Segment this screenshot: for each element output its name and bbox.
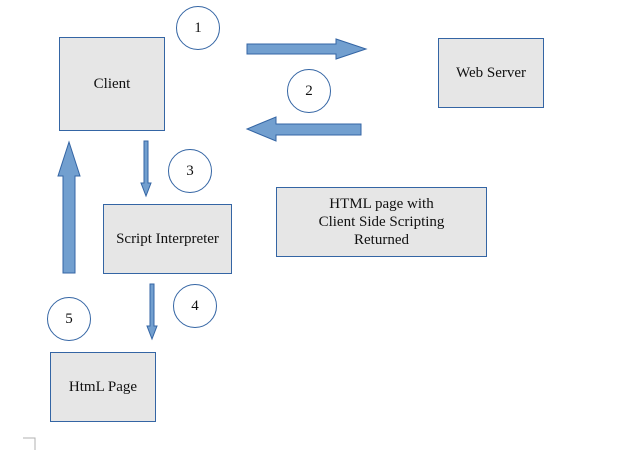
step-2-label: 2 <box>305 82 313 99</box>
arrow-page-to-client <box>57 140 81 274</box>
step-5-label: 5 <box>65 310 73 327</box>
arrow-client-to-interpreter <box>140 140 152 198</box>
step-5-circle: 5 <box>47 297 91 341</box>
step-3-circle: 3 <box>168 149 212 193</box>
returned-note-box: HTML page with Client Side Scripting Ret… <box>276 187 487 257</box>
client-label: Client <box>93 76 131 92</box>
corner-mark <box>23 437 36 450</box>
arrow-interpreter-to-page <box>146 283 158 341</box>
web-server-box: Web Server <box>438 38 544 108</box>
step-2-circle: 2 <box>287 69 331 113</box>
script-interpreter-label: Script Interpreter <box>116 231 219 247</box>
script-interpreter-box: Script Interpreter <box>103 204 232 274</box>
arrow-server-to-client <box>245 116 362 142</box>
step-4-label: 4 <box>191 297 199 314</box>
step-1-circle: 1 <box>176 6 220 50</box>
client-box: Client <box>59 37 165 131</box>
step-3-label: 3 <box>186 162 194 179</box>
arrow-client-to-server <box>246 38 368 60</box>
step-4-circle: 4 <box>173 284 217 328</box>
html-page-label: HtmL Page <box>68 379 138 395</box>
returned-note-line3: Returned <box>354 232 409 248</box>
web-server-label: Web Server <box>455 65 526 81</box>
step-1-label: 1 <box>194 19 202 36</box>
html-page-box: HtmL Page <box>50 352 156 422</box>
returned-note-line1: HTML page with <box>329 196 434 212</box>
returned-note-line2: Client Side Scripting <box>318 214 445 230</box>
